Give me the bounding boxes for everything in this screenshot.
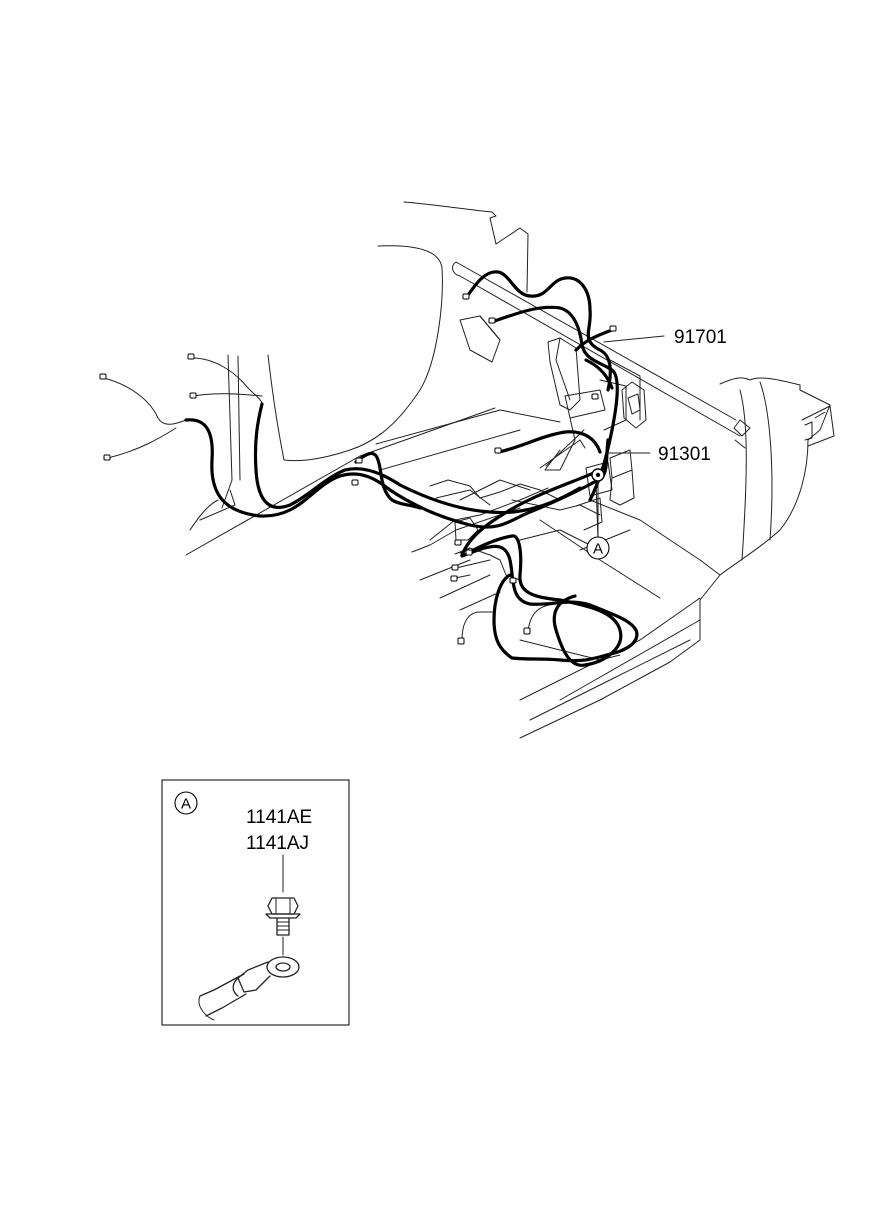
connector: [457, 637, 465, 645]
connector-plugs: [99, 293, 617, 645]
detail-ref-letter: A: [593, 541, 603, 558]
connector: [99, 373, 107, 380]
part-label-91301: 91301: [658, 444, 711, 465]
main-wiring-harness: [184, 270, 639, 667]
connector: [488, 317, 496, 324]
connector: [591, 393, 599, 400]
ring-terminal-icon: [198, 956, 300, 1021]
vehicle-body-outline: [185, 201, 835, 739]
connector: [103, 454, 111, 461]
part-label-1141ae: 1141AE: [246, 807, 312, 828]
connector: [454, 539, 462, 546]
connector: [462, 293, 470, 300]
connector: [351, 479, 359, 486]
part-label-91701: 91701: [674, 327, 727, 348]
branch-wires: [103, 357, 599, 641]
connector: [189, 392, 197, 399]
connector: [509, 577, 517, 584]
bolt-icon: [265, 897, 301, 936]
detail-box-a: A 1141AE 1141AJ: [161, 779, 350, 1026]
connector: [450, 575, 458, 582]
connector: [523, 627, 531, 635]
part-label-1141aj: 1141AJ: [246, 833, 309, 854]
connector: [451, 564, 459, 571]
callout-91701: 91701: [603, 327, 727, 348]
connector: [465, 549, 473, 556]
callout-detail-a: A: [586, 480, 610, 560]
callout-91301: 91301: [605, 444, 711, 465]
connector: [355, 457, 363, 464]
connector: [187, 353, 195, 360]
detail-box-marker: A: [181, 796, 191, 813]
connector: [609, 325, 617, 332]
connector: [494, 447, 502, 454]
